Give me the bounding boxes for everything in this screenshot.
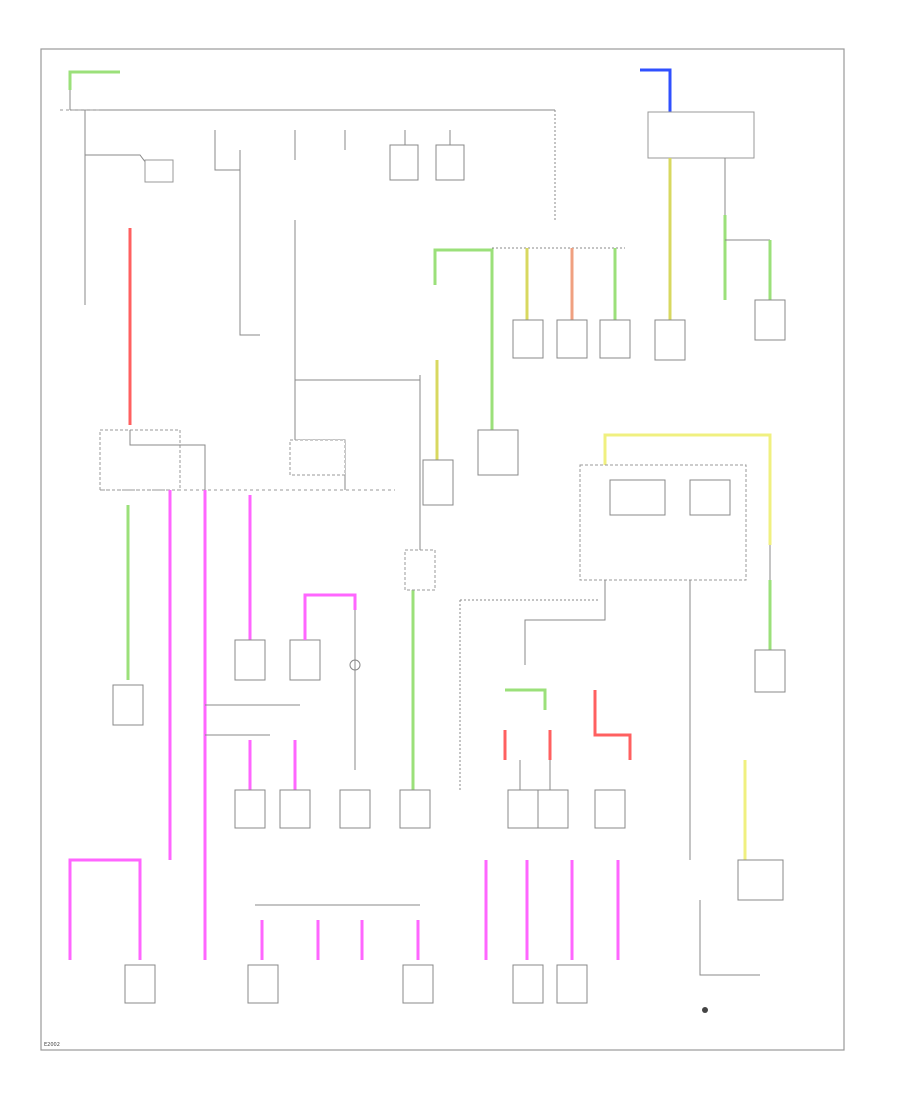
- center-component-box: [399, 789, 431, 829]
- wire-top-left-green: [68, 70, 120, 90]
- top-left-relay-box: [144, 159, 174, 183]
- diagram-frame: [40, 48, 845, 1051]
- center-left-components: [205, 593, 371, 829]
- top-center-component-right: [477, 429, 519, 476]
- page-code: E2002: [44, 1042, 60, 1048]
- top-center-fuse-row: [492, 247, 631, 359]
- top-left-power-section: [60, 70, 556, 440]
- top-right-section: [640, 68, 786, 361]
- wire-green-top-center: [433, 248, 494, 430]
- right-relay-box: [524, 464, 786, 976]
- wire-blue: [640, 68, 672, 112]
- ground-symbol: [702, 1007, 708, 1013]
- top-center-component-left: [422, 459, 454, 506]
- bottom-component-row: [124, 964, 588, 1004]
- bottom-magenta-feeds: [68, 858, 620, 960]
- right-center-branches: [459, 599, 632, 829]
- left-lower-component: [112, 684, 144, 726]
- small-fuse-top-center-box: [389, 144, 419, 181]
- wire-yellow-right: [603, 433, 772, 545]
- left-fuse-relay-box: [99, 429, 395, 491]
- center-relay-box: [404, 549, 436, 591]
- small-fuse-top-right-box: [435, 144, 465, 181]
